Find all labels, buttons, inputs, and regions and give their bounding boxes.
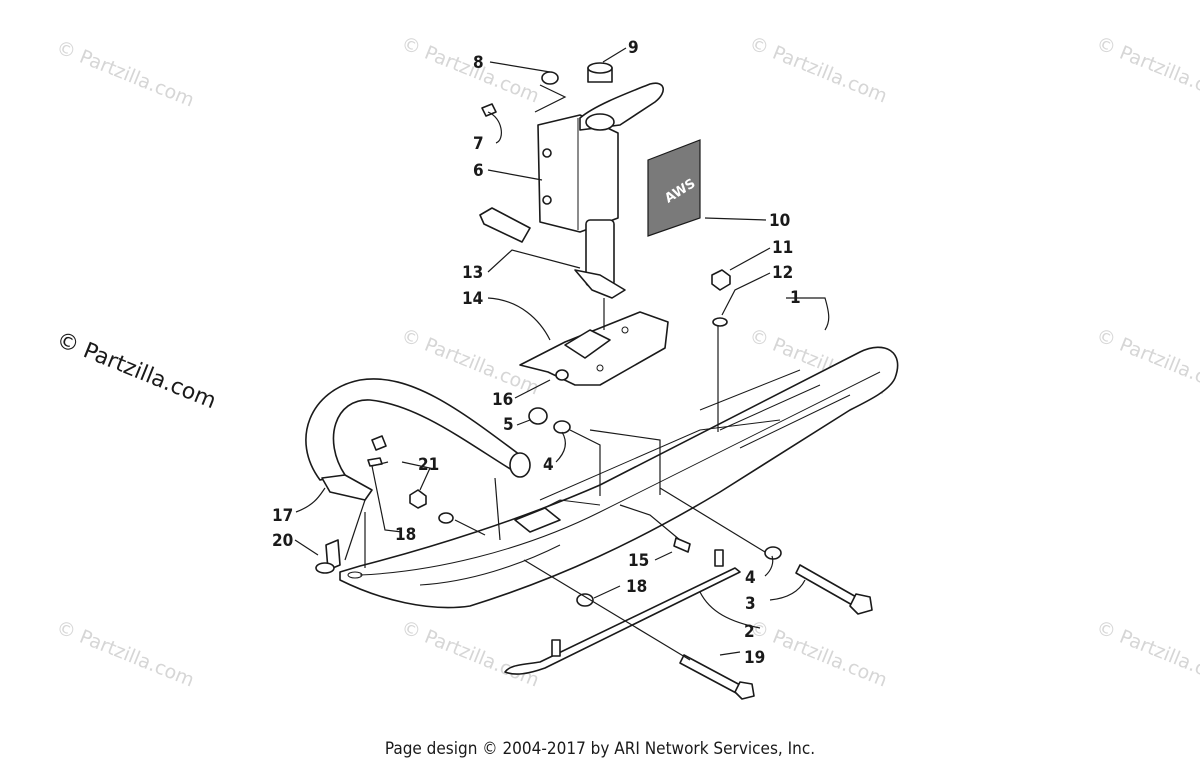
callout-16: 16: [492, 390, 513, 410]
callout-6: 6: [473, 161, 484, 181]
watermark-tile: © Partzilla.com: [1093, 32, 1200, 107]
leader-lines: [294, 47, 830, 661]
callout-14: 14: [462, 289, 483, 309]
callout-19: 19: [744, 648, 765, 668]
callout-3: 3: [745, 594, 756, 614]
callout-15: 15: [628, 551, 649, 571]
callout-2: 2: [744, 622, 755, 642]
watermark-tile: © Partzilla.com: [398, 616, 542, 691]
callout-labels: 1 2 3 4 4 5 6 7 8 9 10 11 12 13 14 15 16…: [272, 38, 801, 668]
footer-copyright: Page design © 2004-2017 by ARI Network S…: [384, 739, 816, 759]
watermark-tile: © Partzilla.com: [1093, 616, 1200, 691]
callout-21: 21: [418, 455, 439, 475]
bushing: [479, 207, 531, 243]
callout-8: 8: [473, 53, 484, 73]
callout-18-lower: 18: [626, 577, 647, 597]
watermark-tile: © Partzilla.com: [1093, 324, 1200, 399]
callout-4-lower: 4: [745, 568, 756, 588]
callout-5: 5: [503, 415, 514, 435]
callout-17: 17: [272, 506, 293, 526]
watermark-tile: © Partzilla.com: [53, 36, 197, 111]
callout-11: 11: [772, 238, 793, 258]
callout-10: 10: [769, 211, 790, 231]
hardware-right: [711, 269, 731, 327]
ski: [339, 346, 899, 609]
watermark-tile: © Partzilla.com: [398, 32, 542, 107]
watermark-tile: © Partzilla.com: [746, 616, 890, 691]
spindle: [537, 82, 664, 299]
callout-9: 9: [628, 38, 639, 58]
watermark-tile: © Partzilla.com: [746, 32, 890, 107]
watermark-tile: © Partzilla.com: [53, 616, 197, 691]
hardware-small: [367, 369, 571, 524]
ski-loop: [305, 378, 531, 501]
wear-bar: [504, 549, 741, 675]
callout-4: 4: [543, 455, 554, 475]
hardware-top: [481, 62, 613, 117]
callout-12: 12: [772, 263, 793, 283]
watermark-main: © Partzilla.com: [53, 327, 220, 414]
aws-decal: AWS: [647, 139, 701, 237]
callout-1: 1: [790, 288, 801, 308]
watermark-tile: © Partzilla.com: [398, 324, 542, 399]
callout-18: 18: [395, 525, 416, 545]
bolts: [315, 537, 873, 700]
callout-20: 20: [272, 531, 293, 551]
callout-13: 13: [462, 263, 483, 283]
callout-7: 7: [473, 134, 484, 154]
ski-saddle: [519, 311, 669, 386]
